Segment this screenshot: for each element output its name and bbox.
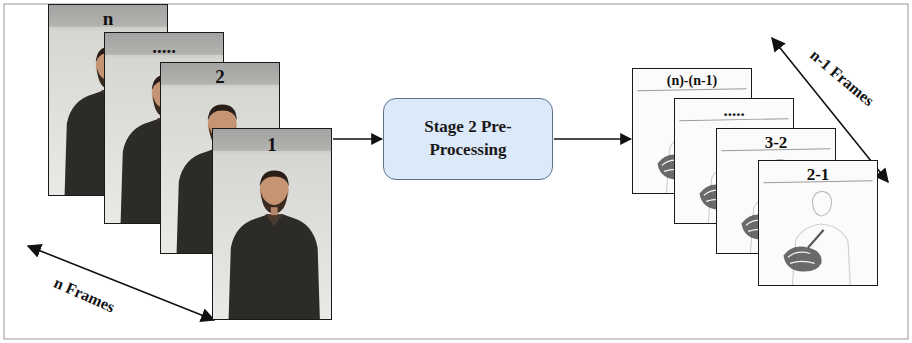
frame-label: 1 — [213, 129, 331, 156]
frame-label: n — [49, 5, 167, 30]
frame-photo — [213, 129, 331, 319]
frame-label: ..... — [105, 33, 223, 58]
flow-arrow — [333, 138, 382, 140]
frame-count-label: n Frames — [51, 274, 117, 317]
frame-count-label: n-1 Frames — [806, 46, 877, 110]
difference-frame: 2-1 — [758, 160, 878, 286]
video-frame: 1 — [212, 128, 332, 320]
frame-label: 2 — [161, 63, 279, 88]
frame-label: (n)-(n-1) — [633, 69, 751, 89]
frame-label: ..... — [675, 99, 793, 121]
frame-label: 2-1 — [759, 161, 877, 185]
process-box: Stage 2 Pre-Processing — [383, 98, 553, 180]
process-label: Stage 2 Pre-Processing — [395, 116, 541, 162]
frame-label: 3-2 — [717, 129, 835, 153]
flow-arrow — [554, 138, 631, 140]
